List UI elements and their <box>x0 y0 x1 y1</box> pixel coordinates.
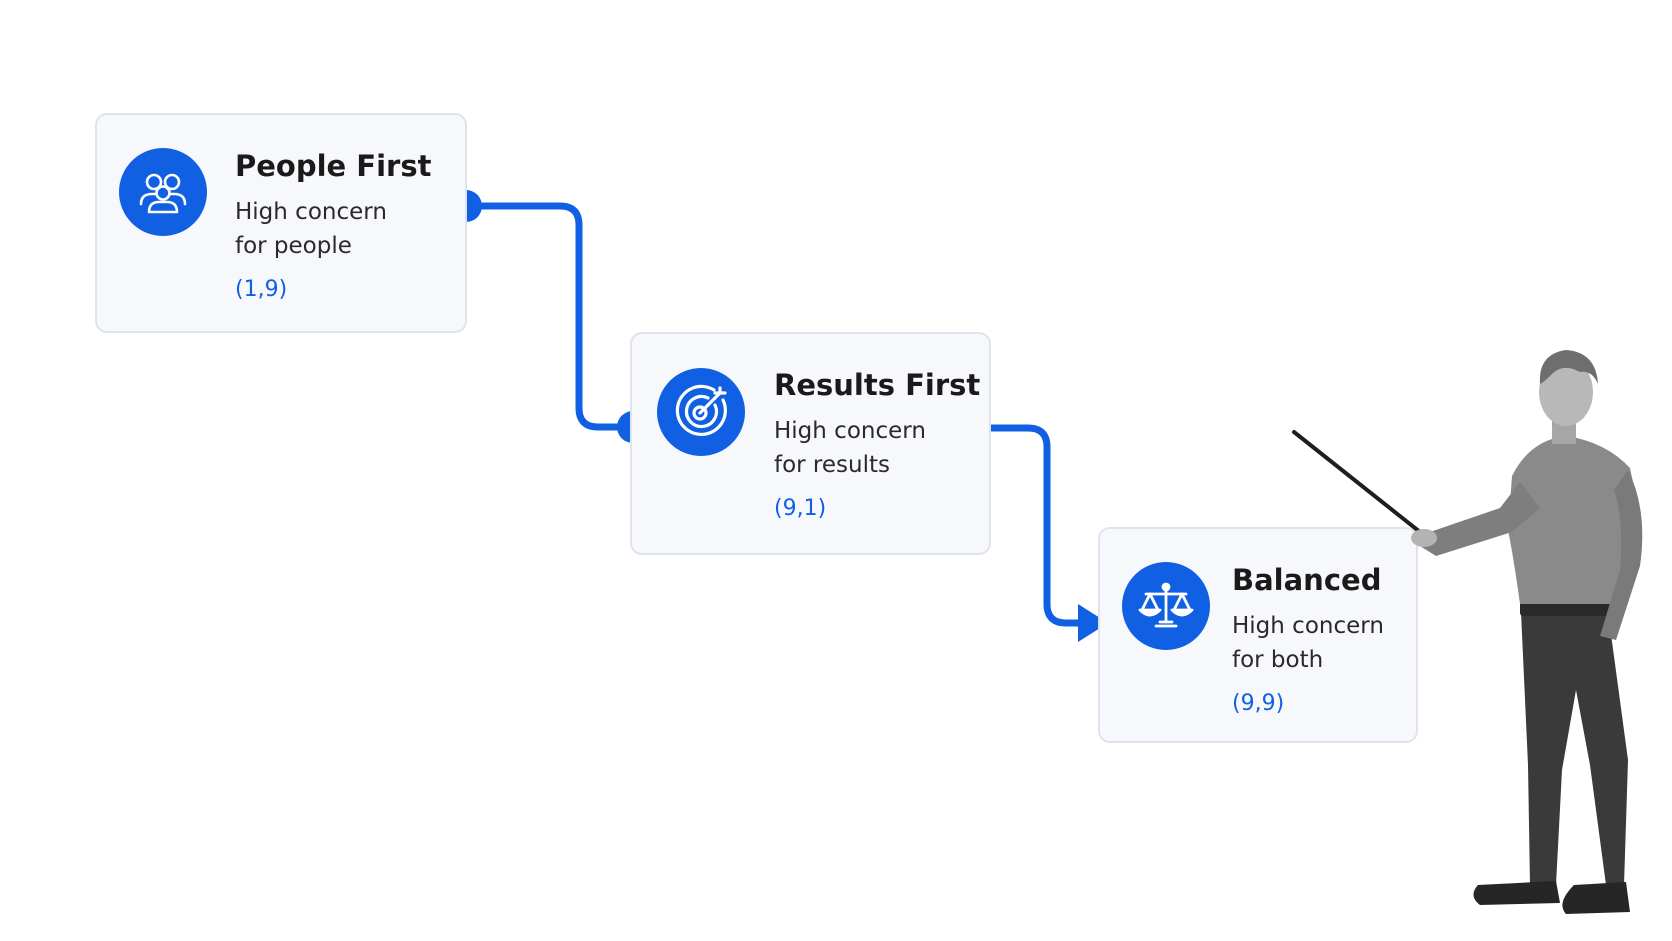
target-icon <box>657 368 745 456</box>
step-description: High concern for people <box>235 195 387 263</box>
step-description-line: High concern <box>774 418 926 444</box>
step-coordinate: (9,9) <box>1232 691 1285 716</box>
presenter-head <box>1539 358 1593 426</box>
step-coordinate: (9,1) <box>774 496 827 521</box>
step-card-people-first: People First High concern for people (1,… <box>95 113 467 333</box>
presenter-arm <box>1600 470 1643 640</box>
presenter-shoe <box>1562 882 1630 914</box>
step-description-line: for results <box>774 452 890 478</box>
step-card-balanced: Balanced High concern for both (9,9) <box>1098 527 1418 743</box>
presenter-hand <box>1411 529 1437 547</box>
presenter-belt <box>1520 602 1610 616</box>
pointer-stick <box>1292 430 1422 534</box>
connector-results-to-balanced <box>991 424 1080 627</box>
step-title: Balanced <box>1232 563 1382 597</box>
connector-people-to-results <box>466 202 630 431</box>
step-coordinate: (1,9) <box>235 277 288 302</box>
step-card-results-first: Results First High concern for results (… <box>630 332 991 555</box>
presenter-torso <box>1508 436 1638 604</box>
people-group-icon <box>119 148 207 236</box>
step-description-line: for both <box>1232 647 1324 673</box>
balance-scale-icon <box>1122 562 1210 650</box>
step-title: Results First <box>774 368 981 402</box>
step-description: High concern for both <box>1232 609 1384 677</box>
step-title: People First <box>235 149 432 183</box>
step-description-line: for people <box>235 233 352 259</box>
presenter-hair <box>1539 350 1598 384</box>
step-description-line: High concern <box>235 199 387 225</box>
presenter-shoe <box>1473 881 1560 905</box>
presenter-arm <box>1420 482 1540 556</box>
presenter-with-pointer-illustration <box>1292 350 1643 914</box>
presenter-legs <box>1521 612 1628 885</box>
step-description-line: High concern <box>1232 613 1384 639</box>
step-description: High concern for results <box>774 414 926 482</box>
